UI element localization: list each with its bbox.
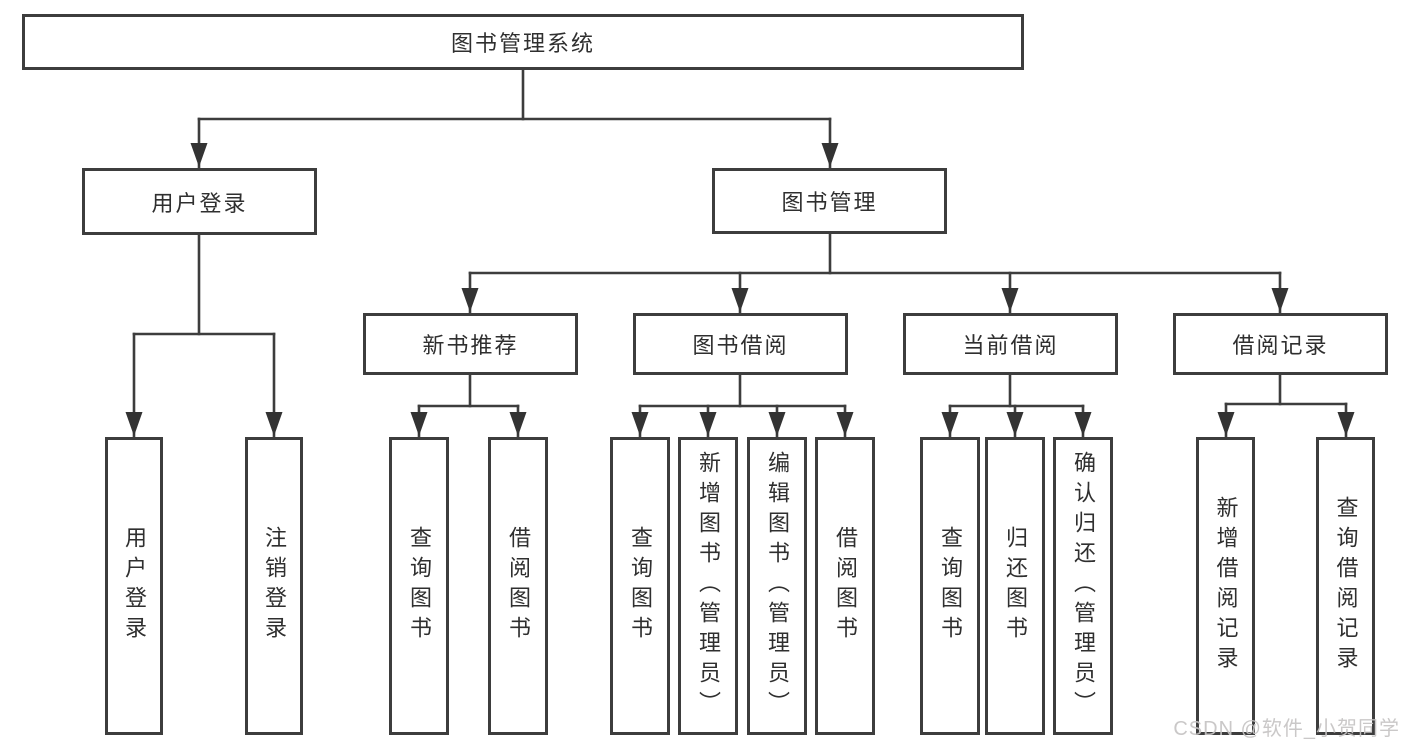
leaf-borrow-query-label: 查询图书 bbox=[628, 526, 653, 646]
wire-bookmgmt-branch bbox=[461, 231, 1289, 314]
node-borrow-records-label: 借阅记录 bbox=[1232, 333, 1329, 358]
leaf-records-query: 查询借阅记录 bbox=[1316, 437, 1375, 735]
wire-borrowrecords-branch bbox=[1217, 373, 1355, 438]
node-book-borrow: 图书借阅 bbox=[633, 313, 848, 375]
leaf-newbooks-query: 查询图书 bbox=[389, 437, 449, 735]
leaf-current-confirm-label: 确认归还（管理员） bbox=[1071, 451, 1096, 721]
wire-userlogin-branch bbox=[125, 233, 283, 438]
node-root-label: 图书管理系统 bbox=[450, 31, 595, 56]
leaf-user-login: 用户登录 bbox=[105, 437, 163, 735]
node-book-mgmt-label: 图书管理 bbox=[781, 190, 878, 215]
csdn-watermark: CSDN @软件_小贺同学 bbox=[1173, 718, 1400, 740]
leaf-borrow-borrow: 借阅图书 bbox=[815, 437, 875, 735]
wire-root-branch bbox=[190, 68, 839, 169]
node-user-login-label: 用户登录 bbox=[151, 190, 248, 216]
leaf-user-login-label: 用户登录 bbox=[122, 526, 147, 646]
leaf-records-add-label: 新增借阅记录 bbox=[1213, 496, 1239, 676]
leaf-borrow-add-label: 新增图书（管理员） bbox=[696, 451, 721, 721]
leaf-newbooks-query-label: 查询图书 bbox=[407, 526, 432, 646]
leaf-current-confirm: 确认归还（管理员） bbox=[1053, 437, 1113, 735]
wire-bookborrow-branch bbox=[631, 373, 854, 438]
leaf-current-query: 查询图书 bbox=[920, 437, 980, 735]
node-user-login: 用户登录 bbox=[82, 168, 317, 235]
wire-currentborrow-branch bbox=[941, 373, 1092, 438]
leaf-newbooks-borrow-label: 借阅图书 bbox=[506, 526, 531, 646]
leaf-logout: 注销登录 bbox=[245, 437, 303, 735]
node-current-borrow-label: 当前借阅 bbox=[962, 333, 1059, 358]
node-new-books-label: 新书推荐 bbox=[422, 333, 519, 358]
leaf-borrow-edit: 编辑图书（管理员） bbox=[747, 437, 807, 735]
leaf-borrow-borrow-label: 借阅图书 bbox=[833, 526, 858, 646]
node-borrow-records: 借阅记录 bbox=[1173, 313, 1388, 375]
leaf-current-return-label: 归还图书 bbox=[1003, 526, 1028, 646]
node-current-borrow: 当前借阅 bbox=[903, 313, 1118, 375]
leaf-newbooks-borrow: 借阅图书 bbox=[488, 437, 548, 735]
leaf-records-query-label: 查询借阅记录 bbox=[1333, 496, 1359, 676]
leaf-borrow-add: 新增图书（管理员） bbox=[678, 437, 738, 735]
leaf-borrow-edit-label: 编辑图书（管理员） bbox=[765, 451, 790, 721]
leaf-borrow-query: 查询图书 bbox=[610, 437, 670, 735]
leaf-current-query-label: 查询图书 bbox=[938, 526, 963, 646]
node-new-books: 新书推荐 bbox=[363, 313, 578, 375]
node-root: 图书管理系统 bbox=[22, 14, 1024, 70]
wire-newbooks-branch bbox=[410, 373, 527, 438]
node-book-mgmt: 图书管理 bbox=[712, 168, 947, 234]
leaf-logout-label: 注销登录 bbox=[262, 526, 287, 646]
leaf-records-add: 新增借阅记录 bbox=[1196, 437, 1255, 735]
leaf-current-return: 归还图书 bbox=[985, 437, 1045, 735]
node-book-borrow-label: 图书借阅 bbox=[692, 333, 789, 358]
